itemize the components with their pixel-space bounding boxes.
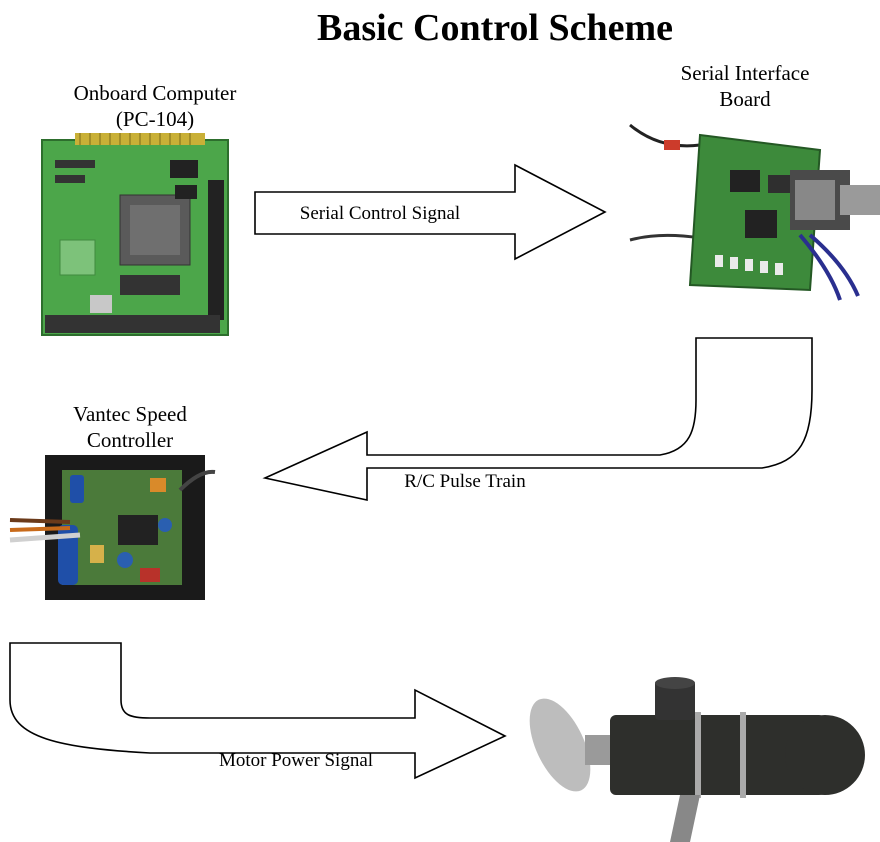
pulse-train-arrow [262,337,813,501]
speed-controller-label-line1: Vantec Speed [73,402,187,426]
speed-controller-image [9,455,216,600]
computer-label-line2: (PC-104) [115,107,195,131]
pulse-train-arrow-label: R/C Pulse Train [404,471,526,492]
motor-power-arrow-label: Motor Power Signal [219,750,373,771]
computer-label: Onboard Computer (PC-104) [20,80,290,132]
serial-board-label-line1: Serial Interface [680,61,810,85]
diagram-title: Basic Control Scheme [316,7,674,49]
serial-control-arrow [254,163,607,261]
motor-power-arrow [9,642,507,780]
pc104-board-image [41,133,229,336]
serial-board-label-line2: Board [719,87,771,111]
speed-controller-label-line2: Controller [86,428,174,452]
computer-label-line1: Onboard Computer [73,81,237,105]
serial-control-arrow-label: Serial Control Signal [300,203,460,224]
serial-board-image [629,123,880,301]
serial-board-label: Serial Interface Board [630,60,860,112]
speed-controller-label: Vantec Speed Controller [10,401,250,453]
thruster-image [529,677,865,842]
